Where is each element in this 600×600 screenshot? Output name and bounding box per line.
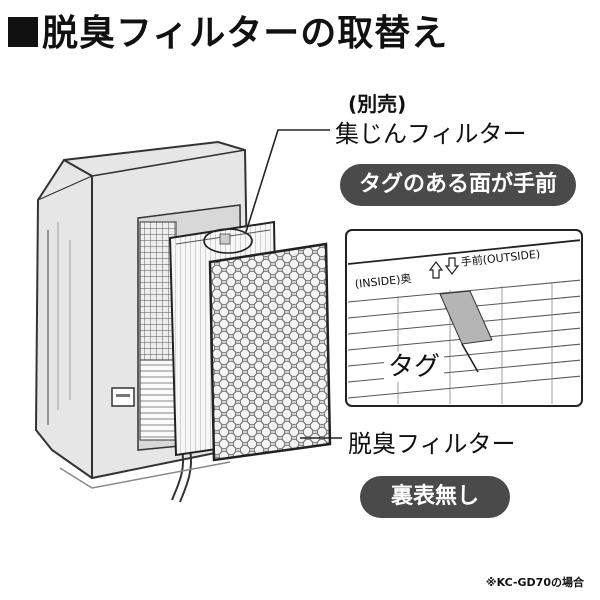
tag-label: タグ — [384, 352, 445, 382]
dust-filter-label: 集じんフィルター — [335, 120, 527, 148]
deodorizing-filter-label: 脱臭フィルター — [348, 430, 516, 458]
model-footnote: ※KC-GD70の場合 — [485, 576, 584, 589]
tag-side-front-pill: タグのある面が手前 — [340, 164, 576, 206]
arrow-down-outline-icon — [444, 257, 460, 275]
no-front-back-pill: 裏表無し — [360, 476, 510, 518]
arrow-up-outline-icon — [428, 261, 444, 279]
title-square-icon — [8, 17, 38, 47]
leader-lines — [245, 129, 342, 439]
deodorizing-filter — [208, 242, 332, 462]
title-text: 脱臭フィルターの取替え — [42, 13, 449, 54]
page-title: 脱臭フィルターの取替え — [8, 4, 448, 56]
sold-separately-label: (別売) — [348, 92, 407, 116]
tag-highlight — [203, 228, 253, 254]
